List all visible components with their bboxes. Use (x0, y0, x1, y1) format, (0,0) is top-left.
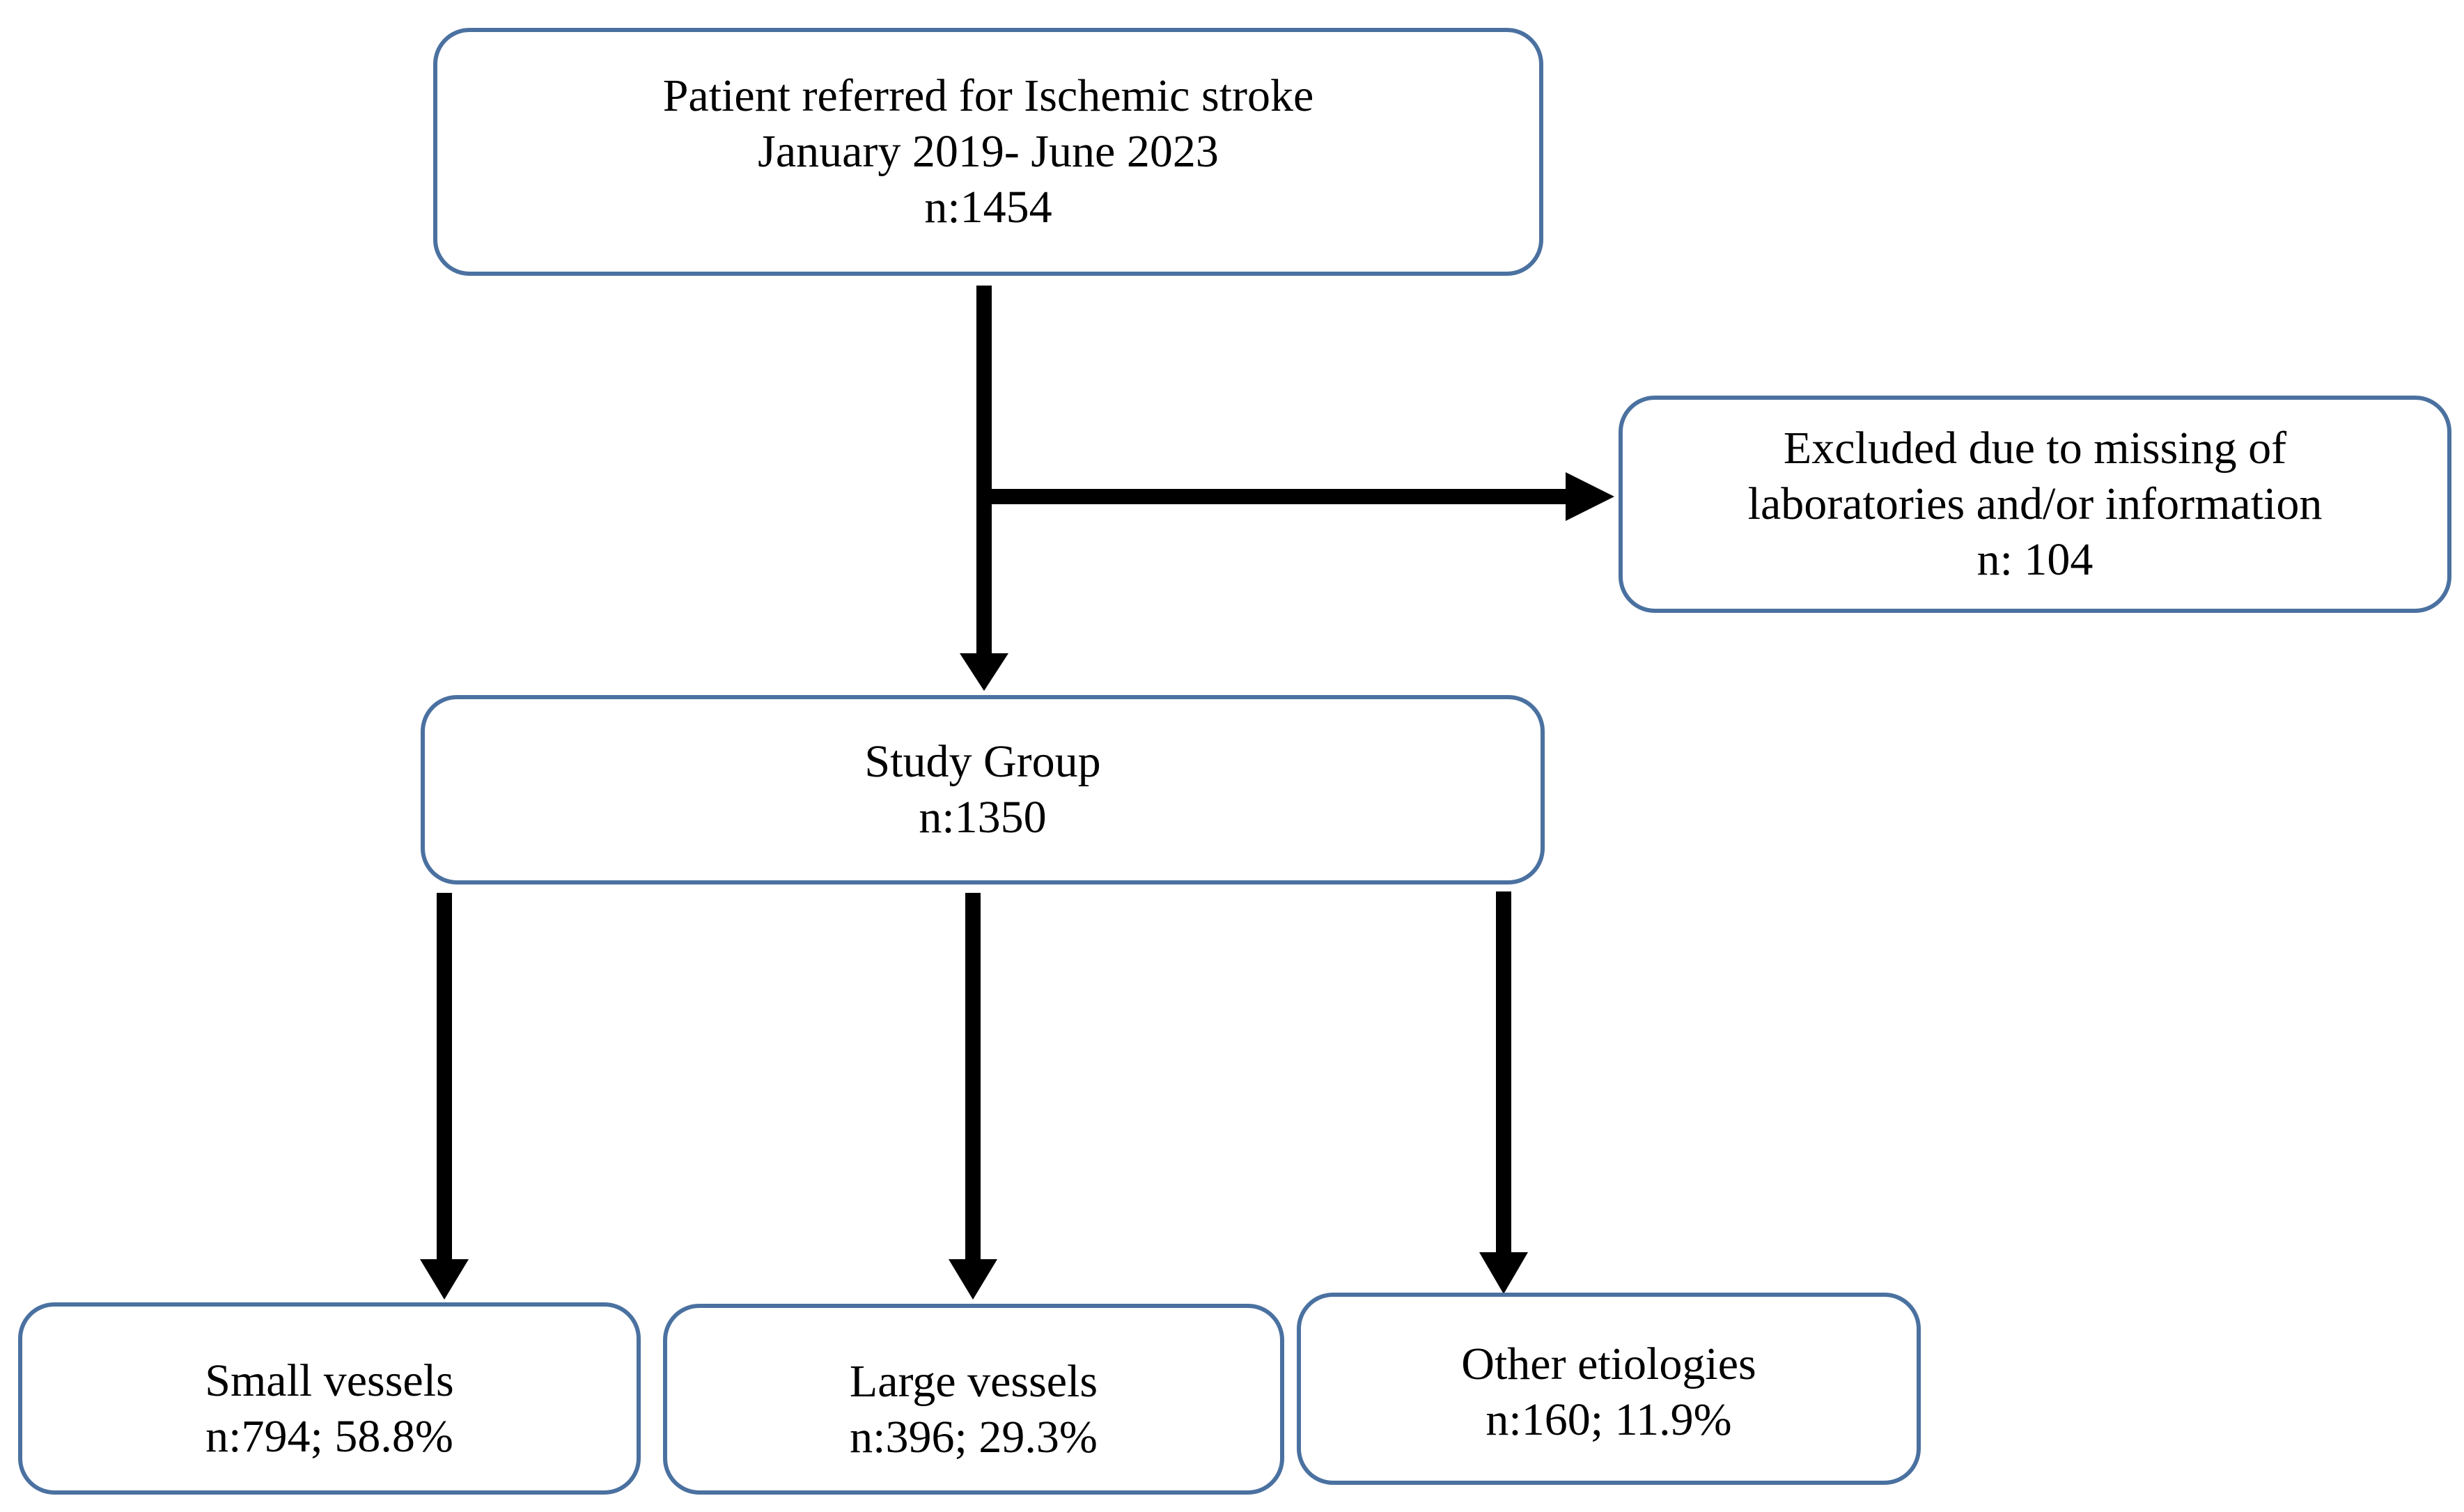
node-other-etiologies: Other etiologies n:160; 11.9% (1297, 1293, 1921, 1485)
node-excluded-line-2: laboratories and/or information (1747, 478, 2323, 529)
node-referred-line-1: Patient referred for Ischemic stroke (662, 70, 1314, 121)
node-other-etiologies-count: n:160; 11.9% (1486, 1394, 1732, 1445)
node-large-vessels-count: n:396; 29.3% (850, 1412, 1098, 1463)
node-small-vessels-count: n:794; 58.8% (205, 1411, 453, 1462)
node-referred-count: n:1454 (924, 182, 1052, 233)
node-excluded-count: n: 104 (1976, 534, 2093, 585)
node-referred-line-2: January 2019- June 2023 (758, 126, 1219, 177)
arrowhead-large (949, 1259, 997, 1300)
node-study-group-title: Study Group (864, 736, 1101, 787)
node-study-group: Study Group n:1350 (421, 695, 1545, 884)
node-large-vessels-title: Large vessels (849, 1356, 1098, 1407)
arrowhead-small (420, 1259, 469, 1300)
node-small-vessels-title: Small vessels (205, 1355, 454, 1406)
arrowhead-study (960, 653, 1008, 691)
node-excluded: Excluded due to missing of laboratories … (1619, 396, 2451, 613)
node-other-etiologies-title: Other etiologies (1461, 1339, 1756, 1389)
node-excluded-line-1: Excluded due to missing of (1783, 423, 2287, 474)
node-small-vessels: Small vessels n:794; 58.8% (18, 1302, 641, 1495)
arrowhead-other (1479, 1252, 1528, 1294)
node-study-group-count: n:1350 (919, 792, 1047, 843)
node-large-vessels: Large vessels n:396; 29.3% (663, 1304, 1284, 1495)
node-referred: Patient referred for Ischemic stroke Jan… (433, 28, 1543, 276)
arrowhead-excluded (1566, 472, 1614, 521)
